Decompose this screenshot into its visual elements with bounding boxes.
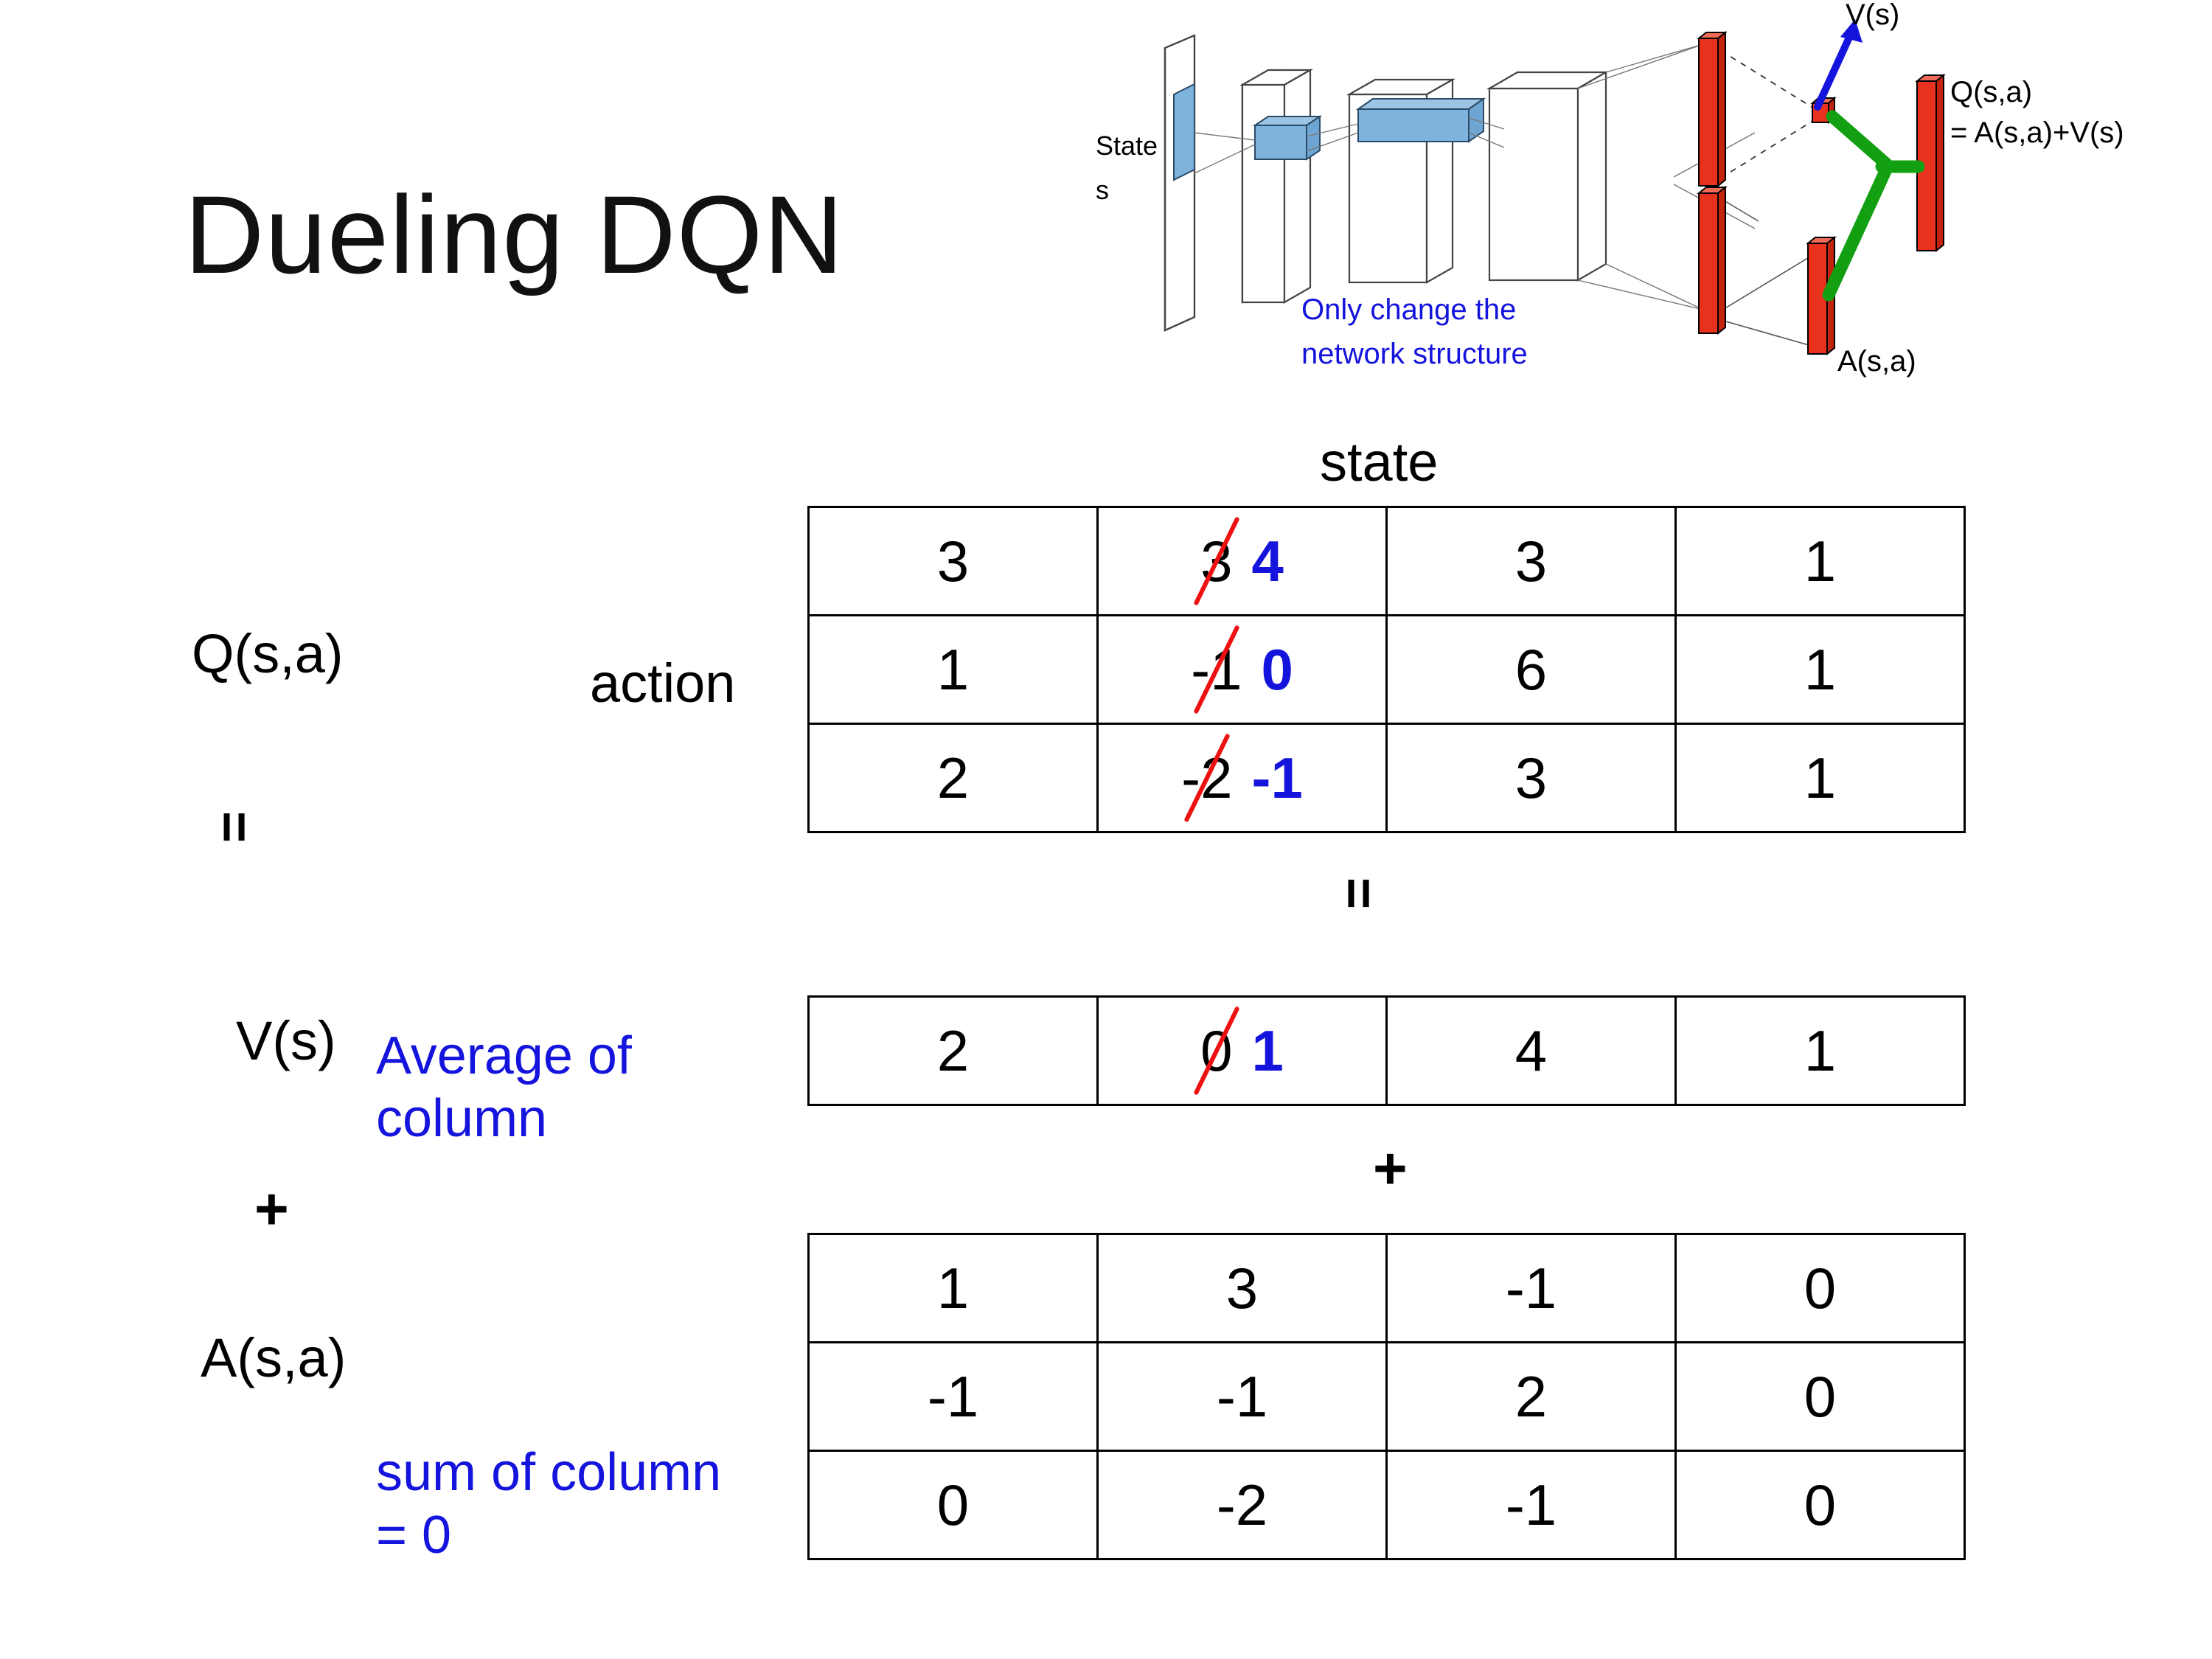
struck-old-value: 0 [1193, 1006, 1240, 1096]
table-cell: 2 [1385, 1341, 1677, 1452]
diagram-note-line2: network structure [1301, 338, 1528, 370]
table-cell: 3 [1096, 1233, 1388, 1343]
table-cell: 1 [1674, 723, 1966, 833]
table-cell: -2 [1096, 1450, 1388, 1560]
diagram-note-line1: Only change the [1301, 293, 1517, 326]
diagram-advantage-label: A(s,a) [1837, 345, 1916, 378]
diagram-value-label: V(s) [1846, 0, 1900, 31]
table-cell: 1 [807, 614, 1099, 725]
diagram-state-label-line2: s [1096, 175, 1109, 205]
strikethrough-slash-icon [1193, 516, 1240, 606]
table-cell: -1 [1385, 1233, 1677, 1343]
strikethrough-slash-icon [1193, 1006, 1240, 1096]
table-cell: 0 [1674, 1450, 1966, 1560]
table-cell: 1 [1674, 995, 1966, 1106]
table-cell: 1 [1674, 506, 1966, 616]
table-cell: 3 [807, 506, 1099, 616]
table-cell: 2 [807, 723, 1099, 833]
table-cell: -1 [1096, 1341, 1388, 1452]
corrected-value: 0 [1261, 636, 1293, 702]
diagram-q-label-line2: = A(s,a)+V(s) [1950, 116, 2124, 149]
action-axis-label: action [590, 653, 736, 714]
table-cell: 2 [807, 995, 1099, 1106]
a-function-label: A(s,a) [201, 1327, 347, 1388]
plus-sign-center: + [1373, 1135, 1408, 1201]
equals-sign-left: = [204, 811, 265, 844]
strikethrough-slash-icon [1193, 625, 1240, 714]
corrected-value: 1 [1251, 1018, 1284, 1083]
corrected-value: -1 [1251, 745, 1303, 810]
table-cell: 0 [1674, 1341, 1966, 1452]
table-cell: 1 [1674, 614, 1966, 725]
table-cell: 0 [807, 1450, 1099, 1560]
q-function-label: Q(s,a) [192, 623, 344, 684]
struck-old-value: -2 [1181, 733, 1233, 823]
table-cell: -2 -1 [1096, 723, 1388, 833]
state-axis-label: state [1320, 431, 1439, 493]
table-cell: 0 [1674, 1233, 1966, 1343]
sum-of-column-note: sum of column = 0 [376, 1443, 722, 1565]
strikethrough-slash-icon [1183, 733, 1231, 823]
table-cell: 6 [1385, 614, 1677, 725]
table-cell: -1 [807, 1341, 1099, 1452]
table-cell: -1 [1385, 1450, 1677, 1560]
table-cell: 4 [1385, 995, 1677, 1106]
corrected-value: 4 [1251, 528, 1284, 594]
table-cell: 3 [1385, 723, 1677, 833]
equals-sign-center: = [1329, 877, 1390, 910]
diagram-q-label-line1: Q(s,a) [1950, 76, 2033, 108]
struck-old-value: -1 [1191, 625, 1242, 714]
table-cell: 3 [1385, 506, 1677, 616]
network-architecture-diagram: State s Only change the network structur… [1091, 0, 2212, 413]
table-cell: -1 0 [1096, 614, 1388, 725]
plus-sign-left: + [254, 1176, 289, 1242]
table-cell: 1 [807, 1233, 1099, 1343]
v-function-label: V(s) [236, 1010, 336, 1071]
struck-old-value: 3 [1193, 516, 1240, 606]
average-of-column-note: Average of column [376, 1026, 632, 1148]
diagram-state-label-line1: State [1096, 131, 1158, 161]
page-title: Dueling DQN [184, 173, 844, 296]
